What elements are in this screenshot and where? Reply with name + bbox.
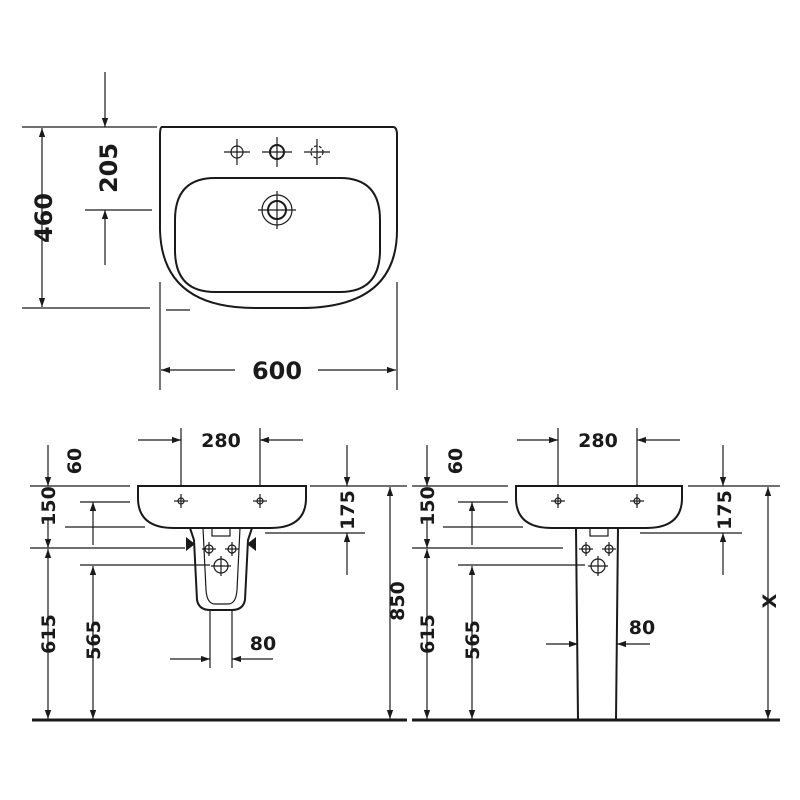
tap-hole-icon <box>253 494 267 508</box>
dimension-label-175: 175 <box>337 490 359 530</box>
supply-connection-icon <box>579 542 616 556</box>
waste-connection-icon <box>211 556 231 576</box>
dimension-label-460: 460 <box>30 193 58 243</box>
tap-hole-left-icon <box>224 139 250 165</box>
dimension-label-615: 615 <box>417 614 439 654</box>
wall-hung-view: 280 60 150 615 565 175 850 80 <box>30 428 409 722</box>
bracket-icon <box>186 537 256 551</box>
tap-hole-icon <box>174 494 188 508</box>
tap-hole-icon <box>630 494 644 508</box>
dimension-label-205: 205 <box>95 143 123 193</box>
pedestal-slot <box>211 527 231 537</box>
pedestal-column <box>575 527 619 721</box>
basin-front-right <box>515 485 683 529</box>
tap-hole-right-icon <box>304 139 330 165</box>
dimension-label-60: 60 <box>445 448 467 474</box>
dimension-label-60: 60 <box>64 448 86 474</box>
dimension-label-280: 280 <box>201 430 241 452</box>
waste-connection-icon <box>588 556 608 576</box>
dimension-label-150: 150 <box>38 486 60 526</box>
dimension-label-80: 80 <box>250 633 276 655</box>
pedestal-slot <box>589 527 609 537</box>
basin-front-left <box>137 485 307 529</box>
basin-outline-top <box>159 126 398 309</box>
dimension-label-280: 280 <box>578 430 618 452</box>
supply-connection-icon <box>202 542 239 556</box>
drain-icon <box>258 191 296 229</box>
tap-hole-center-icon <box>262 137 292 167</box>
pedestal-view: 280 60 150 615 565 175 X 80 <box>412 428 781 722</box>
semi-pedestal-inner <box>202 527 241 605</box>
top-view: 460 205 600 <box>22 72 398 390</box>
dimension-label-175: 175 <box>714 490 736 530</box>
dimension-label-565: 565 <box>462 620 484 660</box>
dimension-label-615: 615 <box>38 614 60 654</box>
dimension-label-565: 565 <box>83 620 105 660</box>
dimension-label-150: 150 <box>417 486 439 526</box>
dimension-label-x: X <box>759 593 781 608</box>
dimension-label-80: 80 <box>629 617 655 639</box>
dimension-label-600: 600 <box>252 357 302 385</box>
semi-pedestal <box>189 527 253 611</box>
basin-bowl-top <box>174 177 381 293</box>
dimension-label-850: 850 <box>387 581 409 621</box>
tap-hole-icon <box>551 494 565 508</box>
